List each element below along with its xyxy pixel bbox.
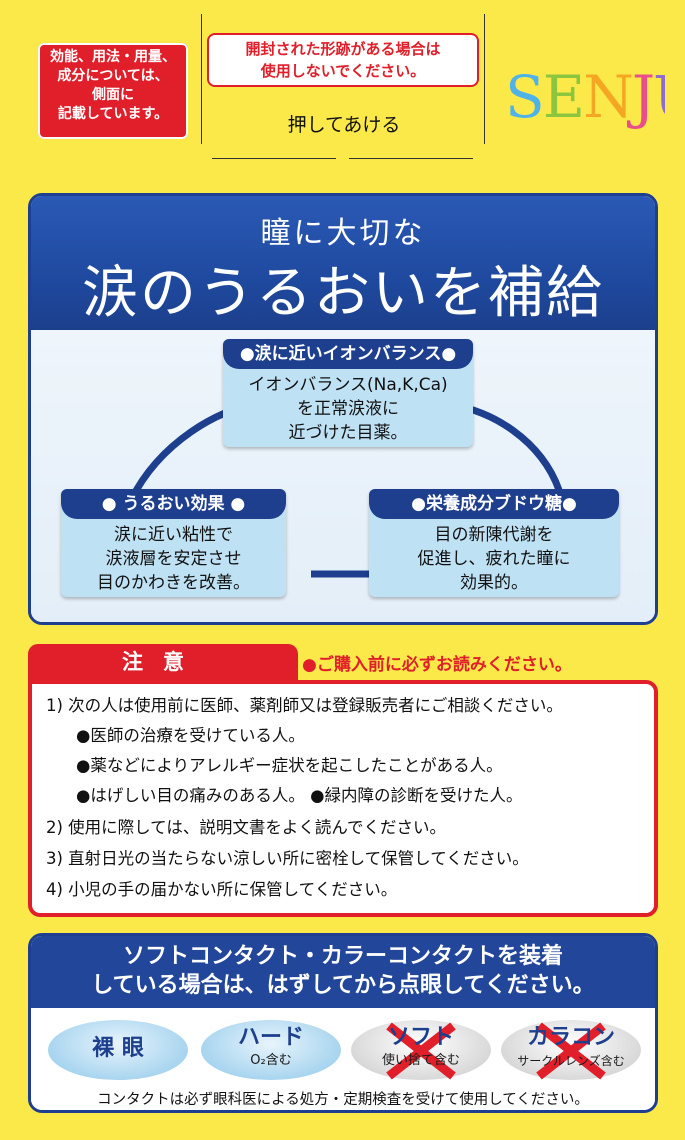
feature-card-line: 目の新陳代謝を <box>434 525 554 545</box>
contact-lens-options: 裸 眼 ハード O₂含む ソフト 使い捨て含む カラコン サークルレンズ含む コ… <box>31 1008 655 1110</box>
option-sublabel: サークルレンズ含む <box>517 1054 625 1068</box>
feature-card-line: 効果的。 <box>460 573 528 593</box>
feature-card-glucose: ●栄養成分ブドウ糖● 目の新陳代謝を 促進し、疲れた瞳に 効果的。 <box>369 489 619 597</box>
caution-box: 1) 次の人は使用前に医師、薬剤師又は登録販売者にご相談ください。 ●医師の治療… <box>28 680 658 917</box>
feature-card-line: イオンバランス(Na,K,Ca) <box>248 375 448 395</box>
option-label: カラコン <box>526 1025 615 1050</box>
feature-card-header: ●涙に近いイオンバランス● <box>223 339 473 369</box>
contact-lens-header: ソフトコンタクト・カラーコンタクトを装着 している場合は、はずしてから点眼してく… <box>31 936 655 1008</box>
perforation-line <box>201 14 202 144</box>
hard-lens-ok-icon: ハード O₂含む <box>201 1020 341 1080</box>
caution-read-before-purchase: ●ご購入前に必ずお読みください。 <box>302 655 572 675</box>
contact-lens-footer: コンタクトは必ず眼科医による処方・定期検査を受けて使用してください。 <box>97 1092 589 1108</box>
feature-card-line: 目のかわきを改善。 <box>97 573 250 593</box>
perforation-line <box>212 158 336 159</box>
feature-panel-title: 涙のうるおいを補給 <box>82 261 604 326</box>
caution-line: 4) 小児の手の届かない所に保管してください。 <box>46 880 398 899</box>
contact-lens-header-line: ソフトコンタクト・カラーコンタクトを装着 <box>122 944 563 969</box>
feature-card-header: ●栄養成分ブドウ糖● <box>369 489 619 519</box>
color-lens-prohibited-icon: カラコン サークルレンズ含む <box>501 1020 641 1080</box>
option-sublabel: O₂含む <box>250 1053 292 1068</box>
perforation-line <box>484 14 485 144</box>
feature-panel-subtitle: 瞳に大切な <box>260 216 426 251</box>
feature-card-body: イオンバランス(Na,K,Ca) を正常涙液に 近づけた目薬。 <box>223 369 473 445</box>
caution-tab: 注意 <box>28 644 298 680</box>
caution-line: ●医師の治療を受けている人。 <box>76 726 305 745</box>
efficacy-line: 側面に <box>92 87 134 103</box>
efficacy-line: 成分については、 <box>57 68 169 84</box>
feature-card-line: 近づけた目薬。 <box>288 423 408 443</box>
tamper-warning-line: 開封された形跡がある場合は <box>245 40 441 58</box>
efficacy-line: 記載しています。 <box>57 106 169 122</box>
efficacy-notice-badge: 効能、用法・用量、 成分については、 側面に 記載しています。 <box>38 43 188 139</box>
caution-line: 2) 使用に際しては、説明文書をよく読んでください。 <box>46 818 447 837</box>
caution-line: ●薬などによりアレルギー症状を起こしたことがある人。 <box>76 756 503 775</box>
naked-eye-ok-icon: 裸 眼 <box>48 1020 188 1080</box>
option-label: ハード <box>237 1025 304 1050</box>
option-sublabel: 使い捨て含む <box>381 1053 460 1068</box>
soft-lens-prohibited-icon: ソフト 使い捨て含む <box>351 1020 491 1080</box>
caution-line: 1) 次の人は使用前に医師、薬剤師又は登録販売者にご相談ください。 <box>46 696 563 715</box>
feature-card-body: 目の新陳代謝を 促進し、疲れた瞳に 効果的。 <box>369 519 619 595</box>
efficacy-line: 効能、用法・用量、 <box>50 49 176 65</box>
caution-line: 3) 直射日光の当たらない涼しい所に密栓して保管してください。 <box>46 849 529 868</box>
feature-card-body: 涙に近い粘性で 涙液層を安定させ 目のかわきを改善。 <box>61 519 286 595</box>
senju-logo: SENJU <box>505 63 665 131</box>
feature-card-header: ● うるおい効果 ● <box>61 489 286 519</box>
contact-lens-warning: ソフトコンタクト・カラーコンタクトを装着 している場合は、はずしてから点眼してく… <box>28 933 658 1113</box>
perforation-line <box>349 158 473 159</box>
contact-lens-header-line: している場合は、はずしてから点眼してください。 <box>91 973 595 998</box>
option-label: 裸 眼 <box>92 1036 144 1061</box>
option-label: ソフト <box>387 1025 454 1050</box>
feature-card-line: を正常涙液に <box>297 399 399 419</box>
push-to-open-tab[interactable]: 押してあける <box>287 114 401 136</box>
feature-card-line: 促進し、疲れた瞳に <box>417 549 571 569</box>
feature-card-ion-balance: ●涙に近いイオンバランス● イオンバランス(Na,K,Ca) を正常涙液に 近づ… <box>223 339 473 447</box>
svg-text:SENJU: SENJU <box>505 63 665 131</box>
feature-panel-body: ●涙に近いイオンバランス● イオンバランス(Na,K,Ca) を正常涙液に 近づ… <box>31 330 655 622</box>
tamper-warning-line: 使用しないでください。 <box>260 62 426 80</box>
feature-card-moisture: ● うるおい効果 ● 涙に近い粘性で 涙液層を安定させ 目のかわきを改善。 <box>61 489 286 597</box>
prohibited-cross-icon <box>386 1022 456 1080</box>
feature-panel-header: 瞳に大切な 涙のうるおいを補給 <box>31 196 655 330</box>
tamper-warning-box: 開封された形跡がある場合は 使用しないでください。 <box>207 33 479 87</box>
feature-panel: 瞳に大切な 涙のうるおいを補給 ●涙に近いイオンバランス● イオンバランス(Na… <box>28 193 658 625</box>
feature-card-line: 涙に近い粘性で <box>114 525 233 545</box>
caution-line: ●はげしい目の痛みのある人。 ●緑内障の診断を受けた人。 <box>76 786 523 805</box>
prohibited-cross-icon <box>536 1022 606 1080</box>
feature-card-line: 涙液層を安定させ <box>105 549 242 569</box>
